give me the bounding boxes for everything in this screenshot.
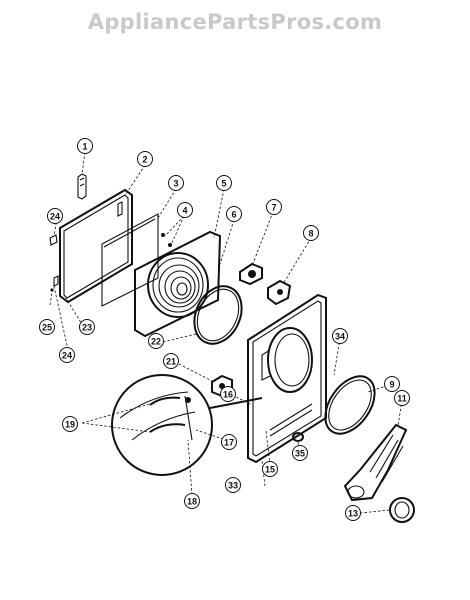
svg-text:3: 3 xyxy=(173,179,178,189)
callout-11: 11 xyxy=(394,390,410,406)
part-knob xyxy=(292,432,304,442)
callout-18: 18 xyxy=(184,493,200,509)
callout-4: 4 xyxy=(177,202,193,218)
svg-text:8: 8 xyxy=(308,229,313,239)
svg-text:17: 17 xyxy=(224,438,234,448)
svg-text:9: 9 xyxy=(389,380,394,390)
svg-text:11: 11 xyxy=(397,394,407,404)
callout-33: 33 xyxy=(225,477,241,493)
part-small-clips xyxy=(49,234,59,292)
svg-text:2: 2 xyxy=(142,155,147,165)
svg-text:21: 21 xyxy=(166,357,176,367)
part-screws xyxy=(161,233,172,247)
callout-21: 21 xyxy=(163,353,179,369)
detail-magnifier xyxy=(111,374,263,476)
watermark: AppliancePartsPros.com xyxy=(87,10,383,34)
callout-35: 35 xyxy=(292,445,308,461)
svg-text:33: 33 xyxy=(228,481,238,491)
svg-text:15: 15 xyxy=(265,465,275,475)
svg-text:22: 22 xyxy=(151,337,161,347)
part-latch xyxy=(267,279,292,306)
svg-text:24: 24 xyxy=(50,212,60,222)
svg-text:5: 5 xyxy=(221,179,226,189)
part-door-outer-panel xyxy=(59,188,133,304)
svg-text:25: 25 xyxy=(42,323,52,333)
callout-2: 2 xyxy=(137,151,153,167)
svg-text:23: 23 xyxy=(82,323,92,333)
svg-text:16: 16 xyxy=(223,390,233,400)
callout-22: 22 xyxy=(148,333,164,349)
callout-23: 23 xyxy=(79,319,95,335)
svg-text:24: 24 xyxy=(62,351,72,361)
callout-24-bottom: 24 xyxy=(59,347,75,363)
callout-3: 3 xyxy=(168,175,184,191)
callout-24-top: 24 xyxy=(47,208,63,224)
callout-19: 19 xyxy=(62,416,78,432)
svg-text:6: 6 xyxy=(231,210,236,220)
callout-15: 15 xyxy=(262,461,278,477)
callout-1: 1 xyxy=(77,138,93,154)
callout-5: 5 xyxy=(216,175,232,191)
callout-17: 17 xyxy=(221,434,237,450)
part-door-gasket xyxy=(193,285,243,345)
callout-34: 34 xyxy=(332,328,348,344)
leader-lines xyxy=(49,151,403,514)
part-clip xyxy=(77,173,87,200)
svg-text:19: 19 xyxy=(65,420,75,430)
svg-text:34: 34 xyxy=(335,332,345,342)
svg-text:7: 7 xyxy=(271,203,276,213)
callout-16: 16 xyxy=(220,386,236,402)
part-lint-duct xyxy=(343,423,408,502)
callout-13: 13 xyxy=(345,505,361,521)
part-bearing-ring xyxy=(324,375,376,435)
callout-9: 9 xyxy=(384,376,400,392)
part-collar xyxy=(389,497,415,523)
svg-text:13: 13 xyxy=(348,509,358,519)
part-door-insert xyxy=(101,213,159,307)
svg-text:4: 4 xyxy=(182,206,187,216)
svg-text:18: 18 xyxy=(187,497,197,507)
part-front-panel xyxy=(247,293,327,464)
svg-text:35: 35 xyxy=(295,449,305,459)
callout-25: 25 xyxy=(39,319,55,335)
callout-8: 8 xyxy=(303,225,319,241)
callout-7: 7 xyxy=(266,199,282,215)
callout-6: 6 xyxy=(226,206,242,222)
part-door-inner-panel xyxy=(134,230,222,338)
svg-text:1: 1 xyxy=(82,142,87,152)
part-hinge xyxy=(239,262,263,286)
